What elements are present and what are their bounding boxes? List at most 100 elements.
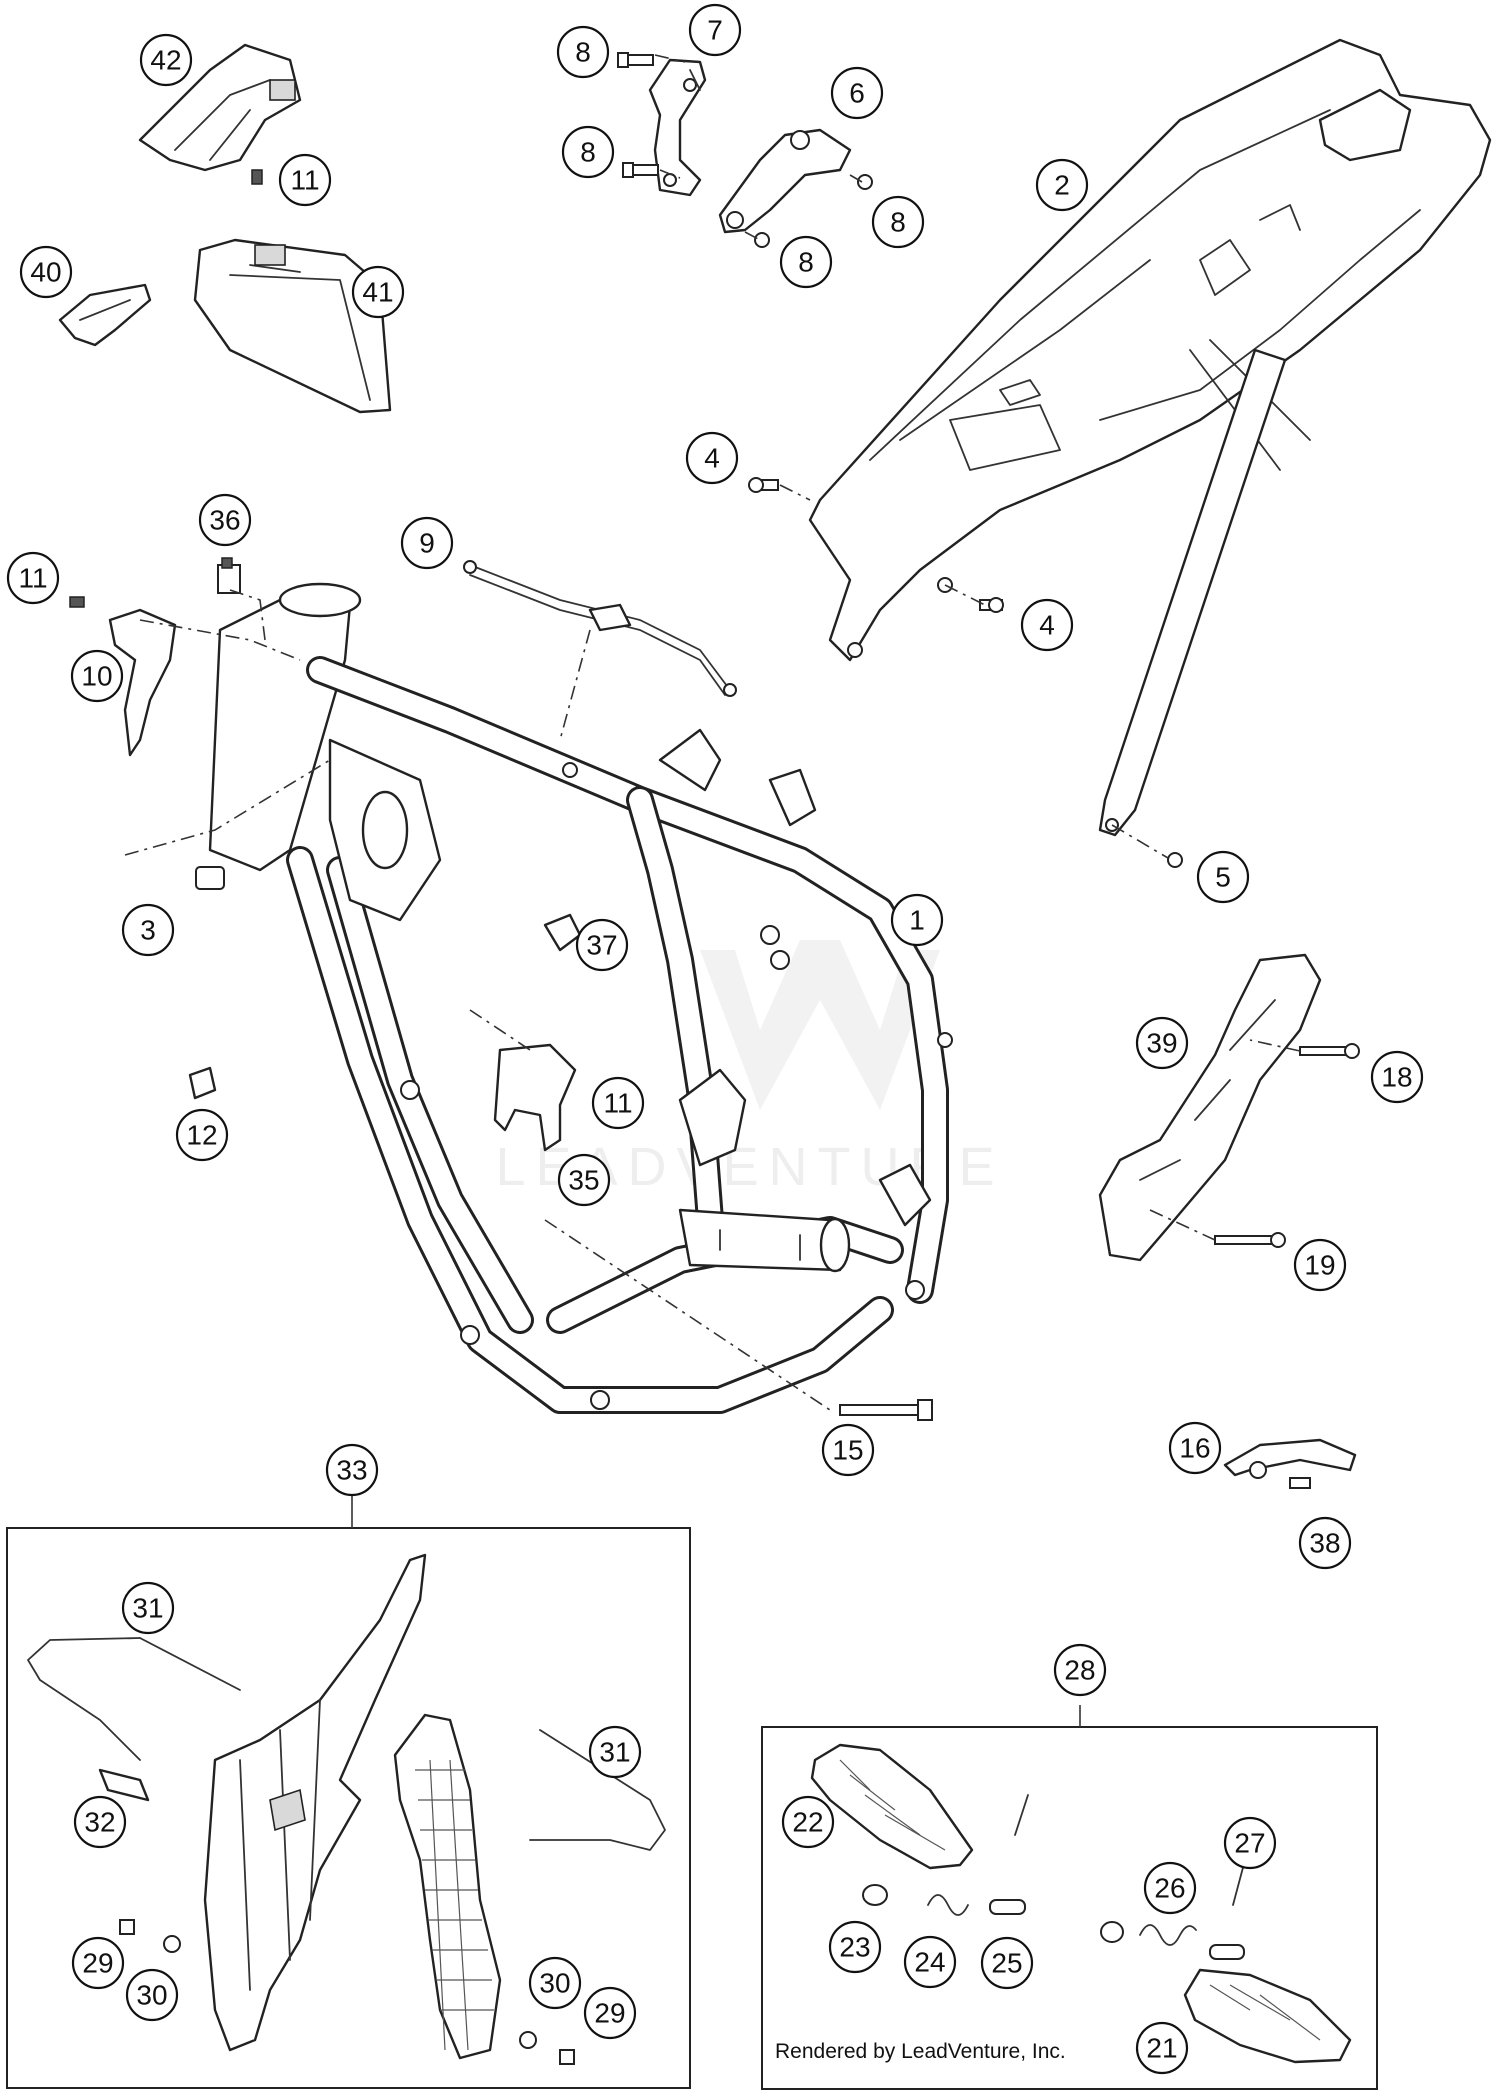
callout[interactable]: 21 [1135, 2021, 1189, 2075]
callout[interactable]: 26 [1143, 1861, 1197, 1915]
callout[interactable]: 33 [325, 1443, 379, 1497]
callout-label: 38 [1309, 1528, 1340, 1559]
callout-label: 12 [186, 1120, 217, 1151]
callout[interactable]: 30 [125, 1968, 179, 2022]
callout[interactable]: 8 [779, 235, 833, 289]
callout[interactable]: 19 [1293, 1238, 1347, 1292]
callout[interactable]: 35 [557, 1153, 611, 1207]
callout[interactable]: 2 [1035, 158, 1089, 212]
callout[interactable]: 36 [198, 493, 252, 547]
callout[interactable]: 25 [980, 1936, 1034, 1990]
kit-box-33 [6, 1527, 691, 2089]
callout[interactable]: 23 [828, 1920, 882, 1974]
callout[interactable]: 41 [351, 265, 405, 319]
callout[interactable]: 38 [1298, 1516, 1352, 1570]
callout-label: 16 [1179, 1433, 1210, 1464]
callout-label: 4 [1039, 610, 1055, 641]
part-22-footpeg [810, 1743, 974, 1870]
callout[interactable]: 18 [1370, 1050, 1424, 1104]
callout[interactable]: 8 [556, 25, 610, 79]
callout[interactable]: 8 [561, 125, 615, 179]
part-16-guide [1223, 1438, 1357, 1489]
callout[interactable]: 11 [591, 1076, 645, 1130]
callout-label: 22 [792, 1807, 823, 1838]
callout[interactable]: 39 [1135, 1016, 1189, 1070]
callout[interactable]: 7 [688, 3, 742, 57]
callout[interactable]: 37 [575, 918, 629, 972]
callout[interactable]: 30 [528, 1956, 582, 2010]
callout-label: 29 [82, 1948, 113, 1979]
screws-8-left [617, 52, 659, 178]
leader-lines [351, 1493, 1081, 1727]
callout[interactable]: 31 [588, 1725, 642, 1779]
callout-label: 6 [849, 78, 865, 109]
rendered-by-footer: Rendered by LeadVenture, Inc. [775, 2040, 1066, 2063]
callout-label: 31 [599, 1737, 630, 1768]
callout[interactable]: 10 [70, 649, 124, 703]
callout-label: 27 [1234, 1828, 1265, 1859]
callout[interactable]: 6 [830, 66, 884, 120]
callout[interactable]: 4 [685, 431, 739, 485]
callout-label: 7 [707, 15, 723, 46]
part-33-protector-right [393, 1713, 502, 2060]
callout-label: 15 [832, 1435, 863, 1466]
part-10-bracket [69, 596, 177, 757]
callout[interactable]: 40 [19, 245, 73, 299]
callout[interactable]: 1 [890, 893, 944, 947]
screw-11-top [251, 169, 263, 185]
callout-label: 19 [1304, 1250, 1335, 1281]
callout-label: 29 [594, 1998, 625, 2029]
callout-label: 2 [1054, 170, 1070, 201]
callout[interactable]: 11 [278, 153, 332, 207]
part-1-main-frame [208, 582, 953, 1414]
callout[interactable]: 32 [73, 1795, 127, 1849]
callout-label: 24 [914, 1947, 945, 1978]
callout-label: 11 [603, 1088, 632, 1119]
part-9-cable [463, 560, 737, 697]
callout-label: 8 [890, 207, 906, 238]
part-32-clip [98, 1768, 150, 1802]
callout-label: 28 [1064, 1655, 1095, 1686]
callout-label: 31 [132, 1593, 163, 1624]
callout[interactable]: 31 [121, 1581, 175, 1635]
callout[interactable]: 16 [1168, 1421, 1222, 1475]
callout[interactable]: 42 [139, 33, 193, 87]
callout-label: 10 [81, 661, 112, 692]
part-33-protector-left [203, 1553, 427, 2052]
callout-label: 8 [575, 37, 591, 68]
part-2-subframe [808, 38, 1492, 662]
hardware-29-30 [119, 1919, 575, 2065]
callout-label: 30 [136, 1980, 167, 2011]
part-6-bracket [718, 128, 852, 234]
callout[interactable]: 12 [175, 1108, 229, 1162]
callout[interactable]: 4 [1020, 598, 1074, 652]
callout[interactable]: 22 [781, 1795, 835, 1849]
callout-label: 21 [1146, 2033, 1177, 2064]
callout[interactable]: 29 [583, 1986, 637, 2040]
callout[interactable]: 9 [400, 516, 454, 570]
callout-label: 39 [1146, 1028, 1177, 1059]
part-2-strut [1098, 348, 1287, 837]
part-36-clip [217, 557, 241, 594]
callout-label: 18 [1381, 1062, 1412, 1093]
callout[interactable]: 28 [1053, 1643, 1107, 1697]
part-31-wire-right [529, 1729, 666, 1851]
part-40-plate [58, 283, 152, 347]
callout[interactable]: 29 [71, 1936, 125, 1990]
callout-label: 30 [539, 1968, 570, 1999]
part-42-cover [138, 43, 302, 172]
callout[interactable]: 5 [1196, 850, 1250, 904]
callout[interactable]: 8 [871, 195, 925, 249]
callout-label: 11 [290, 165, 319, 196]
callout[interactable]: 11 [6, 551, 60, 605]
callout[interactable]: 24 [903, 1935, 957, 1989]
callout[interactable]: 27 [1223, 1816, 1277, 1870]
callout-label: 36 [209, 505, 240, 536]
callout[interactable]: 3 [121, 903, 175, 957]
callout-label: 11 [18, 563, 47, 594]
screws-8-right [754, 174, 873, 248]
part-39-slider [1098, 953, 1322, 1262]
callout[interactable]: 15 [821, 1423, 875, 1477]
callout-label: 32 [84, 1807, 115, 1838]
